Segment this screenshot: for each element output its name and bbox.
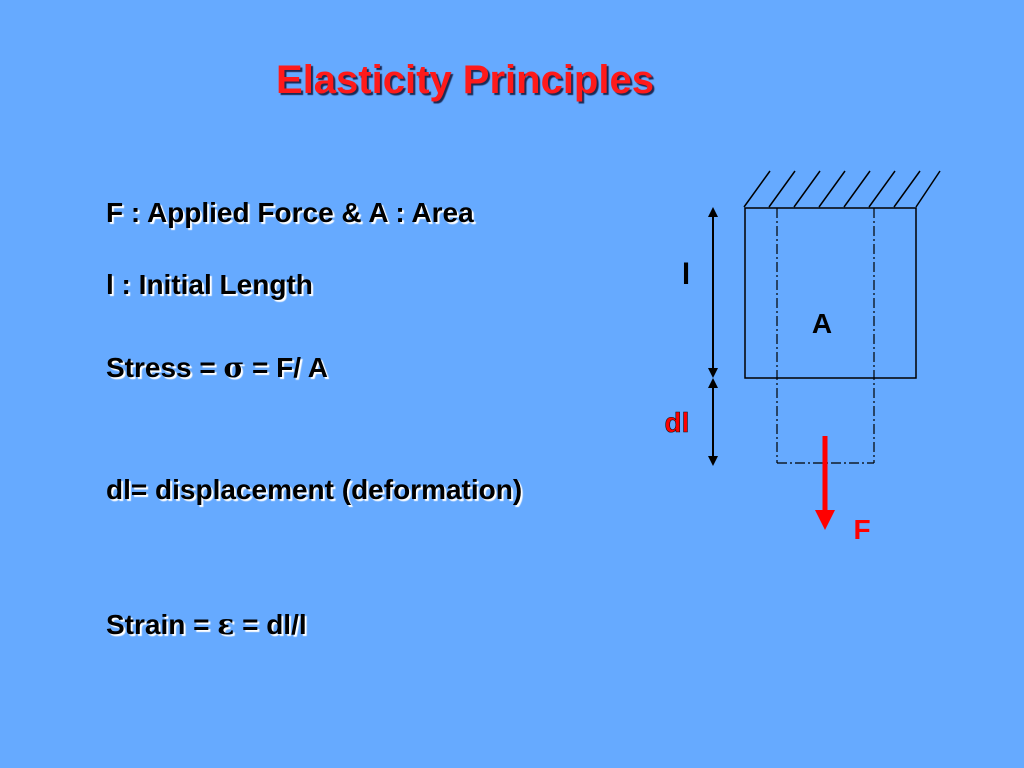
force-label: F bbox=[853, 514, 870, 545]
sigma-symbol: σ bbox=[223, 351, 245, 384]
stress-formula: Stress = σ = F/ A bbox=[106, 351, 328, 384]
length-label: l bbox=[682, 258, 690, 291]
strain-suffix: = dl/l bbox=[234, 609, 307, 640]
stress-prefix: Stress = bbox=[106, 352, 224, 383]
area-label: A bbox=[812, 308, 832, 339]
displacement-label: dl bbox=[665, 407, 690, 438]
strain-formula: Strain = ε = dl/l bbox=[106, 608, 307, 641]
force-arrow-icon bbox=[815, 436, 835, 530]
fixed-support-hatching bbox=[743, 170, 941, 208]
page-title: Elasticity Principles bbox=[276, 58, 654, 102]
deformed-body bbox=[776, 208, 875, 464]
original-body bbox=[744, 207, 917, 379]
force-area-definition: F : Applied Force & A : Area bbox=[106, 197, 474, 228]
epsilon-symbol: ε bbox=[217, 608, 235, 641]
stress-suffix: = F/ A bbox=[244, 352, 328, 383]
initial-length-definition: l : Initial Length bbox=[106, 269, 313, 300]
strain-prefix: Strain = bbox=[106, 609, 218, 640]
displacement-definition: dl= displacement (deformation) bbox=[106, 474, 523, 505]
